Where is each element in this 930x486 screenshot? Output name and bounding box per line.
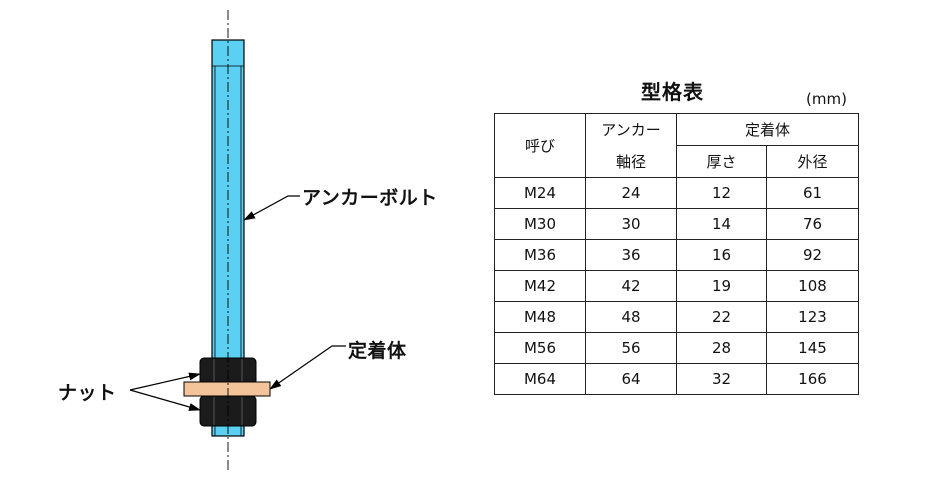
table-cell-outer: 123: [766, 301, 859, 333]
table-cell-nominal: M64: [494, 363, 586, 395]
table-cell-nominal: M48: [494, 301, 586, 333]
table-cell-shaft: 42: [585, 270, 677, 302]
table-unit: (mm): [806, 90, 847, 108]
table-cell-outer: 108: [766, 270, 859, 302]
table-title: 型格表: [641, 80, 704, 104]
fixture-label: 定着体: [348, 340, 407, 362]
table-cell-thickness: 32: [676, 363, 767, 395]
leader-fixture: [269, 345, 346, 390]
leader-anchor-bolt: [243, 195, 300, 221]
table-cell-nominal: M56: [494, 332, 586, 364]
fixture-plate: [183, 381, 271, 397]
table-cell-outer: 61: [766, 177, 859, 209]
table-cell-outer: 145: [766, 332, 859, 364]
table-cell-thickness: 12: [676, 177, 767, 209]
table-cell-nominal: M30: [494, 208, 586, 240]
table-cell-shaft: 56: [585, 332, 677, 364]
table-cell-thickness: 16: [676, 239, 767, 271]
table-cell-thickness: 19: [676, 270, 767, 302]
header-thickness: 厚さ: [676, 145, 767, 178]
anchor-bolt-label: アンカーボルト: [302, 187, 438, 209]
table-cell-shaft: 30: [585, 208, 677, 240]
header-anchor-shaft-line1: アンカー: [585, 113, 677, 146]
header-nominal: 呼び: [494, 113, 586, 178]
header-outer-diameter: 外径: [766, 145, 859, 178]
table-cell-outer: 166: [766, 363, 859, 395]
table-cell-shaft: 36: [585, 239, 677, 271]
nut-label: ナット: [58, 382, 117, 404]
table-cell-outer: 92: [766, 239, 859, 271]
table-cell-nominal: M42: [494, 270, 586, 302]
leader-nut-lower: [129, 389, 201, 411]
table-cell-shaft: 64: [585, 363, 677, 395]
leader-nut-upper: [129, 372, 201, 391]
header-anchor-shaft-line2: 軸径: [585, 145, 677, 178]
table-cell-outer: 76: [766, 208, 859, 240]
table-cell-shaft: 48: [585, 301, 677, 333]
table-cell-thickness: 28: [676, 332, 767, 364]
table-cell-thickness: 22: [676, 301, 767, 333]
table-cell-nominal: M24: [494, 177, 586, 209]
table-cell-shaft: 24: [585, 177, 677, 209]
table-cell-nominal: M36: [494, 239, 586, 271]
header-fixture: 定着体: [676, 113, 859, 146]
table-cell-thickness: 14: [676, 208, 767, 240]
